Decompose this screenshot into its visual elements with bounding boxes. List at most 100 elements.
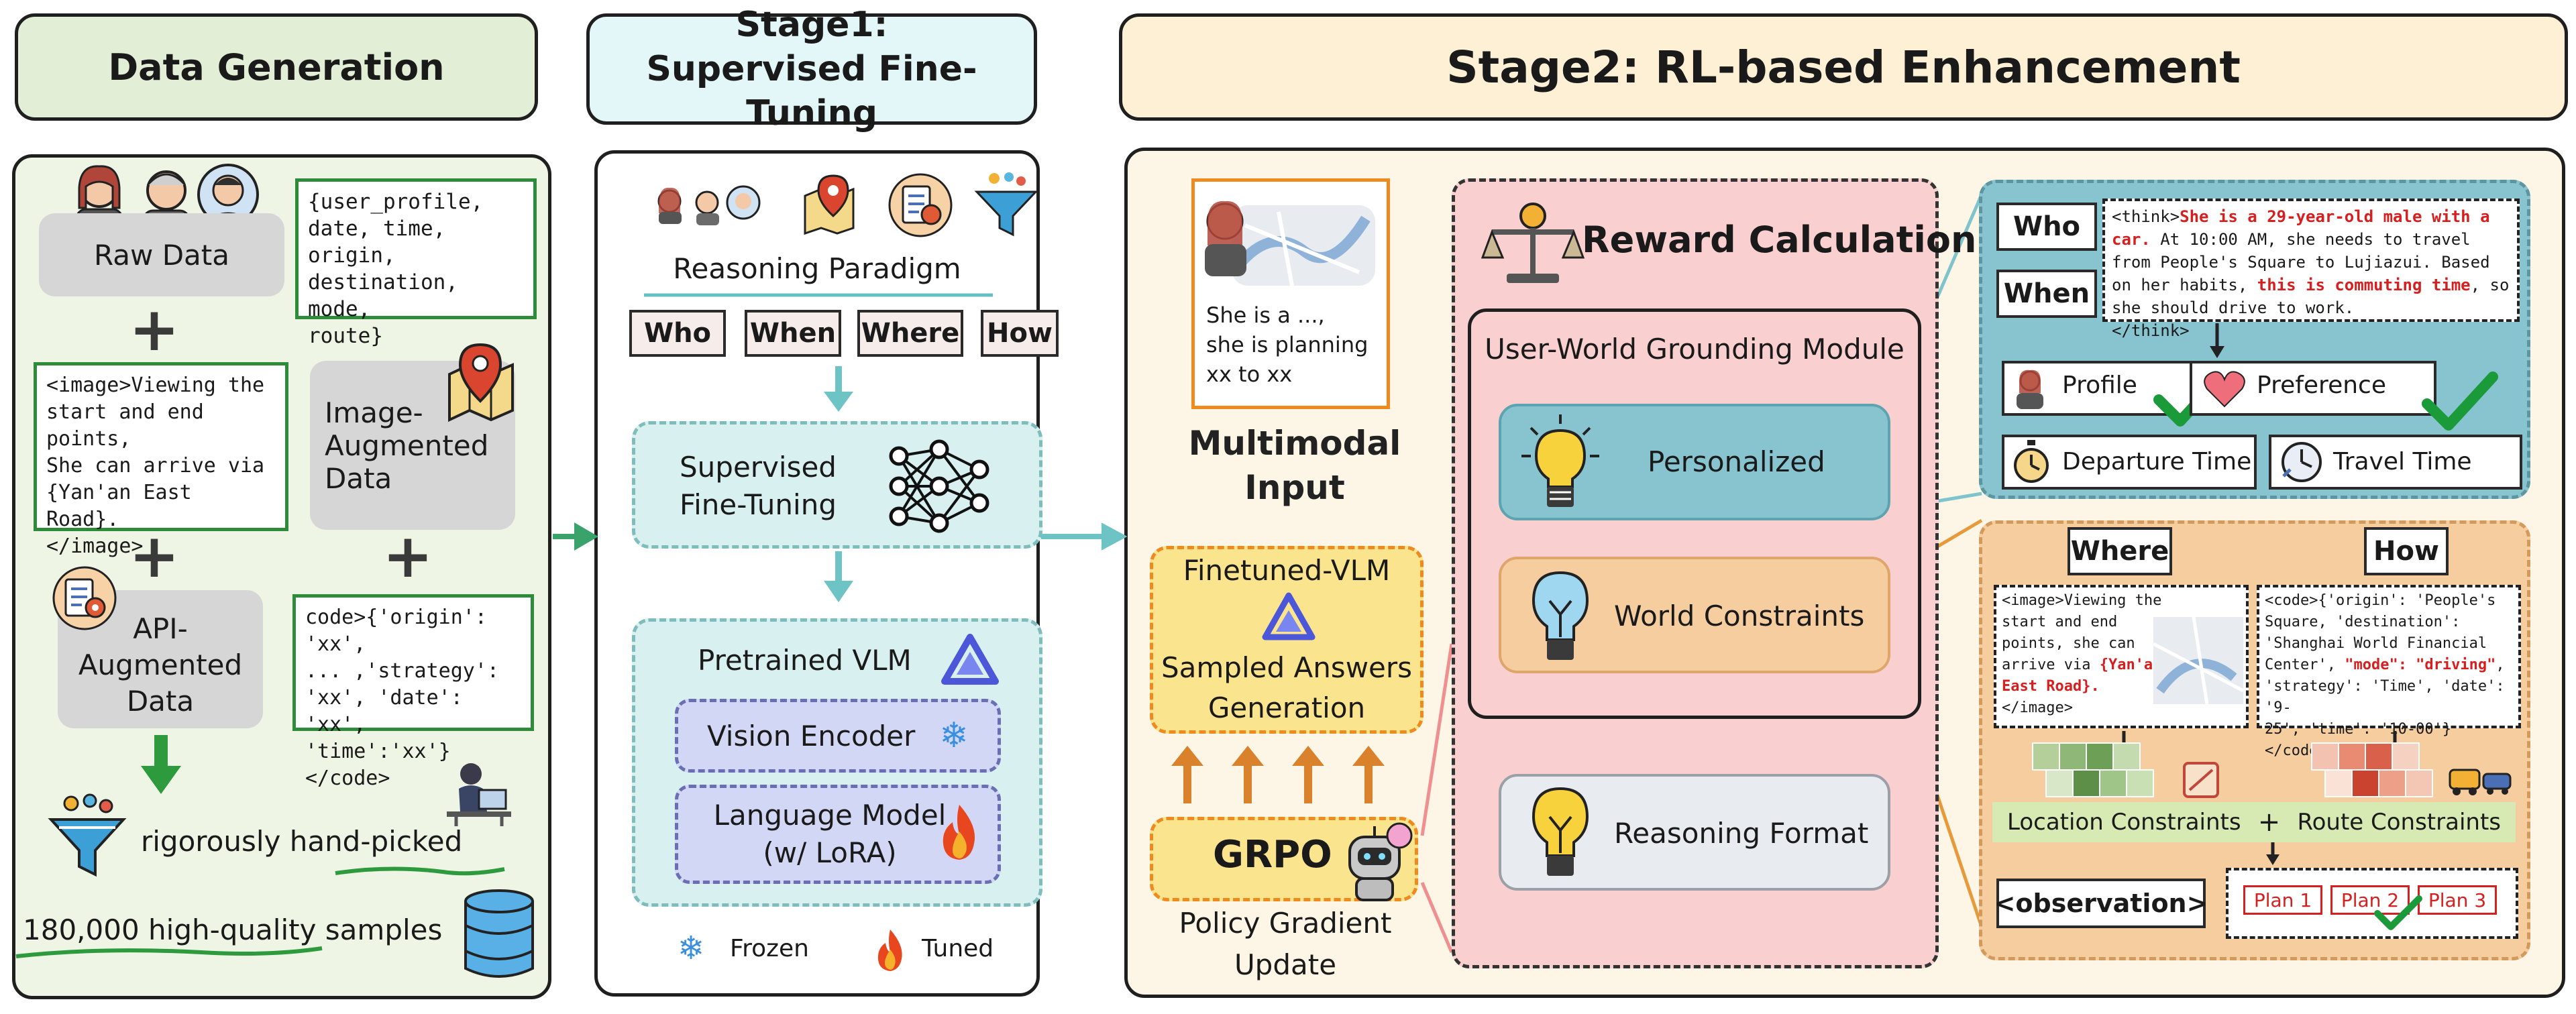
flame-icon — [943, 805, 975, 860]
plus-3: + — [382, 521, 433, 592]
reward-calculation-title: Reward Calculation — [1582, 219, 1977, 261]
person-icon-profile — [2017, 370, 2043, 409]
reasoning-paradigm-label: Reasoning Paradigm — [673, 251, 961, 285]
world-constraints-label: World Constraints — [1614, 600, 1865, 632]
funnel-icon-stage1 — [974, 172, 1038, 237]
tag-when: When — [745, 310, 841, 357]
map-pin-icon — [448, 343, 514, 422]
profile-label: Profile — [2062, 372, 2137, 399]
vlm-logo-icon — [941, 634, 999, 685]
think-red-1: She is a 29-year-old male with a car. — [2112, 207, 2490, 249]
how-pre: <code>{'origin': 'People's Square, 'dest… — [2265, 592, 2496, 673]
raw-data-box: Raw Data — [39, 213, 284, 296]
input-caption: She is a ..., she is planning xx to xx — [1206, 302, 1368, 387]
plan-2: Plan 2 — [2330, 885, 2410, 915]
funnel-icon — [48, 793, 127, 877]
snowflake-icon: ❄ — [939, 716, 969, 756]
vision-encoder-box: Vision Encoder ❄ — [675, 699, 1001, 773]
location-constraints-label: Location Constraints — [2007, 809, 2241, 836]
vision-encoder-label: Vision Encoder — [707, 719, 916, 752]
clock-icon — [2282, 442, 2322, 482]
preference-label: Preference — [2257, 372, 2386, 399]
person-at-desk-icon — [447, 763, 511, 826]
database-icon — [464, 889, 534, 978]
policy-gradient-label: Policy Gradient Update — [1179, 907, 1392, 981]
think-red-2: this is commuting time — [2257, 276, 2471, 294]
grpo-label: GRPO — [1213, 833, 1332, 877]
plus-2: + — [129, 521, 180, 592]
gear-document-icon — [52, 566, 117, 630]
sft-label: Supervised Fine-Tuning — [680, 451, 837, 521]
travel-time-label: Travel Time — [2333, 448, 2472, 475]
who-tag: Who — [1996, 203, 2097, 251]
where-post: </image> — [2002, 699, 2073, 716]
personalized-label: Personalized — [1648, 445, 1825, 478]
route-heatmap — [2311, 742, 2512, 797]
upward-arrows — [1171, 746, 1385, 803]
tag-how: How — [981, 310, 1059, 357]
image-text-box: <image>Viewing the start and end points,… — [34, 362, 288, 558]
route-constraints-label: Route Constraints — [2297, 809, 2502, 836]
when-tag: When — [1996, 270, 2097, 318]
departure-time-label: Departure Time — [2062, 448, 2252, 475]
image-augmented-data: Image- Augmented Data — [310, 361, 515, 530]
gear-document-icon-stage1 — [888, 173, 953, 237]
code-box: code>{'origin': 'xx', ... ,'strategy': '… — [292, 594, 534, 790]
legend-frozen-label: Frozen — [730, 935, 809, 962]
scales-icon — [1481, 203, 1585, 283]
how-red: "mode": "driving" — [2345, 657, 2496, 673]
legend-tuned-label: Tuned — [922, 935, 994, 962]
schema-box: {user_profile, date, time, origin, desti… — [295, 178, 537, 348]
plans-box — [2226, 868, 2518, 939]
map-pin-icon-stage1 — [804, 174, 855, 235]
map-thumbnail — [1205, 201, 1375, 286]
plan-3: Plan 3 — [2418, 885, 2497, 915]
handpicked-label: rigorously hand-picked — [141, 825, 463, 858]
location-heatmap — [2032, 742, 2219, 798]
pretrained-vlm-label: Pretrained VLM — [698, 644, 912, 677]
think-arrow — [2210, 323, 2224, 358]
where-pre: <image>Viewing the start and end points,… — [2002, 592, 2162, 673]
stage1-arrows — [824, 366, 853, 602]
sampled-answers-label: Sampled Answers Generation — [1161, 651, 1413, 724]
grounding-module-title: User-World Grounding Module — [1485, 333, 1904, 365]
constraints-bar: Location Constraints + Route Constraints — [1992, 802, 2516, 842]
people-icon-small — [657, 185, 761, 225]
arrow-down-green — [141, 735, 181, 794]
tag-who: Who — [629, 310, 726, 357]
plus-1: + — [129, 294, 180, 365]
plus-constraints: + — [2257, 807, 2281, 838]
lightbulb-icon-world — [1532, 571, 1589, 660]
tag-where: Where — [857, 310, 963, 357]
how-tag: How — [2364, 527, 2449, 575]
think-box: <think>She is a 29-year-old male with a … — [2102, 199, 2520, 340]
think-open: <think> — [2112, 207, 2180, 226]
robot-icon — [1348, 822, 1413, 901]
lightbulb-icon-personalized — [1521, 414, 1599, 507]
think-mid: At 10:00 AM, she needs to travel from Pe… — [2112, 230, 2490, 294]
think-close: , so she should drive to work. </think> — [2112, 276, 2510, 340]
underline-strokes — [15, 866, 505, 958]
where-red: {Yan'an East Road}. — [2002, 657, 2162, 695]
how-post: , 'strategy': 'Time', 'date': '9- 25', '… — [2265, 657, 2505, 759]
paradigm-underline — [644, 293, 993, 297]
multimodal-input-label: Multimodal Input — [1188, 424, 1401, 507]
header-stage2: Stage2: RL-based Enhancement — [1119, 13, 2568, 121]
samples-label: 180,000 high-quality samples — [23, 913, 443, 946]
reasoning-format-label: Reasoning Format — [1614, 817, 1869, 850]
vlm-logo-icon-stage2 — [1262, 592, 1316, 640]
where-tag: Where — [2068, 527, 2172, 575]
neural-net-icon — [889, 439, 989, 533]
lightbulb-icon-format — [1532, 787, 1589, 876]
map-thumbnail-where — [2152, 616, 2245, 705]
checkmark-icon-preference — [2422, 372, 2498, 431]
heart-icon — [2204, 371, 2245, 408]
header-data-generation: Data Generation — [15, 13, 538, 121]
observation-tag: <observation> — [1994, 879, 2208, 928]
sft-box — [632, 421, 1042, 549]
plan-1: Plan 1 — [2243, 885, 2322, 915]
stopwatch-icon — [2014, 440, 2049, 483]
legend-flame-icon — [877, 929, 902, 971]
